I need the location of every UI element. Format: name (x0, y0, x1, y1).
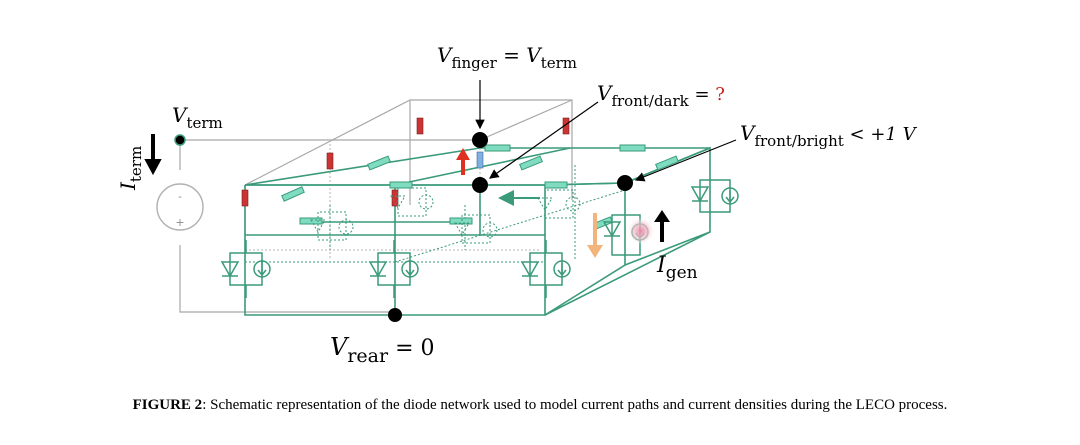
green-resistors (281, 144, 679, 230)
resistor (389, 181, 413, 189)
diode-cell (368, 240, 419, 298)
front-dark-arrow (489, 101, 599, 179)
voltage-source: - + (156, 183, 204, 231)
resistor (484, 144, 511, 152)
light-glow (627, 217, 655, 245)
diode-cell-hidden (310, 211, 354, 241)
label-i-gen: Igen (656, 253, 698, 283)
diode-cell-hidden (454, 214, 498, 244)
terminal-node (174, 134, 186, 146)
arrows (144, 80, 737, 258)
label-v-rear: Vrear = 0 (330, 333, 435, 367)
label-i-term: Iterm (116, 146, 145, 191)
gray-back-frame (179, 99, 573, 313)
front-bright-node (617, 175, 633, 191)
red-resistor (326, 152, 334, 170)
nodes (174, 132, 633, 322)
diode-cell (690, 179, 739, 213)
resistor (299, 217, 323, 225)
label-v-front-dark: Vfront/dark = ? (597, 81, 725, 110)
front-bright-arrow (634, 139, 737, 182)
resistor (449, 217, 473, 225)
front-dark-node (472, 177, 488, 193)
red-resistor (416, 117, 424, 135)
diode-cell-hidden (537, 189, 581, 219)
diode-cells-dotted (310, 187, 581, 244)
resistor (619, 144, 646, 152)
diode-cell-hidden (390, 187, 434, 217)
resistor (544, 181, 568, 189)
diode-cells (220, 179, 739, 298)
figure-caption: FIGURE 2: Schematic representation of th… (80, 396, 1000, 415)
resistor (367, 155, 391, 171)
resistor (655, 155, 679, 171)
rear-node (388, 308, 402, 322)
source-minus: - (178, 190, 182, 203)
diode-cell (220, 240, 271, 298)
caption-text: : Schematic representation of the diode … (202, 397, 948, 413)
source-plus: + (175, 216, 184, 229)
resistor (281, 186, 305, 202)
i-gen-arrow (654, 210, 670, 242)
blue-resistor (476, 151, 484, 169)
finger-node (472, 132, 488, 148)
diode-cell (520, 240, 571, 298)
green-dotted-internals (245, 165, 626, 263)
i-term-arrow (144, 134, 162, 176)
label-v-finger: Vfinger = Vterm (437, 43, 577, 72)
caption-label: FIGURE 2 (132, 397, 203, 413)
resistor (519, 155, 543, 171)
label-v-term-left: Vterm (172, 103, 223, 132)
orange-down-arrow (587, 213, 603, 258)
label-v-front-bright: Vfront/bright < +1 V (740, 121, 918, 150)
red-up-arrow (456, 148, 470, 175)
red-resistor (241, 189, 249, 207)
